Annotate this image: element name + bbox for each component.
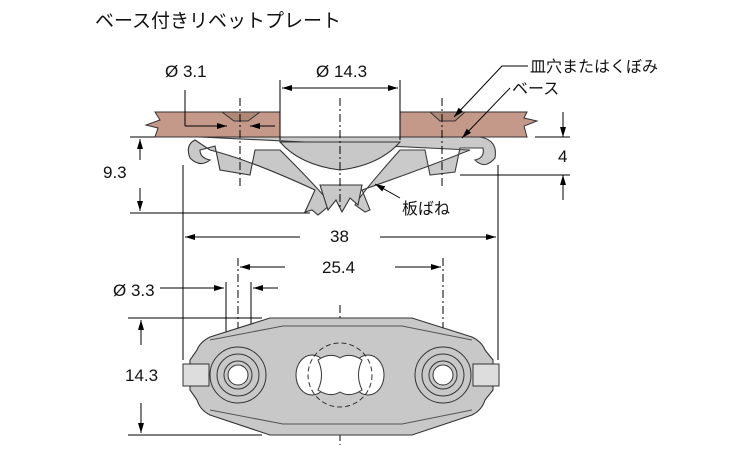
svg-text:Ø 3.1: Ø 3.1 [165, 62, 207, 81]
dim-center-hole: Ø 14.3 [279, 62, 401, 140]
callout-base: ベース [461, 79, 559, 139]
svg-text:9.3: 9.3 [103, 163, 127, 182]
right-hole [414, 346, 472, 404]
svg-text:38: 38 [330, 227, 349, 246]
callout-countersink: 皿穴またはくぼみ [453, 57, 658, 118]
svg-text:25.4: 25.4 [322, 258, 355, 277]
callout-leaf-spring: 板ばね [374, 183, 450, 218]
dim-height: 9.3 [103, 136, 310, 214]
center-keyhole [295, 342, 385, 408]
dim-thickness: 4 [460, 112, 570, 200]
rivet-plate-front-view [182, 317, 500, 436]
svg-text:14.3: 14.3 [125, 366, 158, 385]
svg-text:4: 4 [558, 147, 567, 166]
rivet-plate-side-view [187, 136, 496, 216]
panel-cross-section [144, 111, 539, 138]
svg-text:Ø 14.3: Ø 14.3 [316, 62, 367, 81]
page-title: ベース付きリベットプレート [95, 10, 341, 32]
dim-plate-height: 14.3 [125, 317, 262, 436]
svg-text:板ばね: 板ばね [402, 199, 450, 218]
svg-text:Ø 3.3: Ø 3.3 [113, 281, 155, 300]
dim-hole-dia: Ø 3.3 [113, 281, 278, 375]
svg-text:ベース: ベース [512, 79, 559, 98]
dim-overall-width: 38 [182, 165, 499, 360]
dim-hole-pitch: 25.4 [240, 258, 441, 277]
svg-text:皿穴またはくぼみ: 皿穴またはくぼみ [530, 57, 658, 76]
dim-hole-small: Ø 3.1 [165, 62, 275, 129]
left-hole [209, 346, 267, 404]
